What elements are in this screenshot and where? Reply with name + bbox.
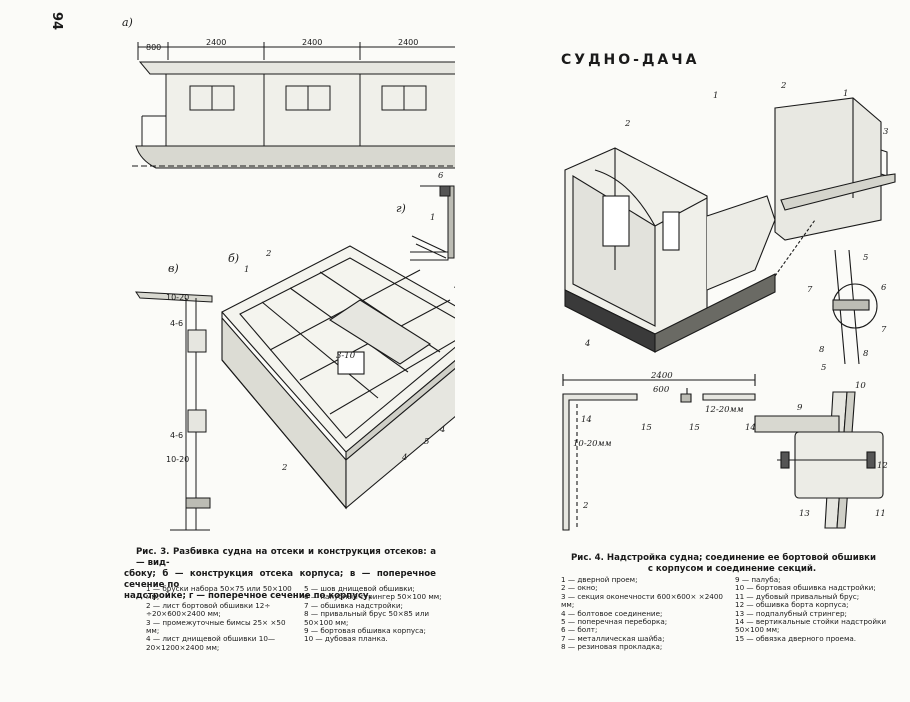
drawing-label: 13 bbox=[799, 509, 810, 519]
drawing-label: 3 bbox=[883, 127, 888, 137]
caption-line: Рис. 4. Надстройка судна; соединение ее … bbox=[571, 553, 877, 563]
drawing-label: 14 bbox=[581, 415, 592, 425]
fig-letter-v: в) bbox=[168, 262, 179, 275]
section-g-drawing: 6718910 bbox=[410, 171, 455, 261]
legend-item: 3 — промежуточные бимсы 25× ×50 мм; bbox=[146, 617, 286, 636]
drawing-label: 2 bbox=[265, 249, 271, 259]
drawing-label: 11 bbox=[875, 509, 886, 519]
drawing-label: 10-20 bbox=[166, 455, 189, 464]
legend-item: 8 — резиновая прокладка; bbox=[561, 642, 663, 652]
drawing-label: 4-6 bbox=[170, 431, 183, 440]
superstructure-section-drawing: 2400 600 12-20мм 10-20мм 14 15 15 14 2 bbox=[562, 371, 756, 531]
drawing-label: 4-6 bbox=[170, 319, 183, 328]
legend-item: 13 — подпалубный стрингер; bbox=[735, 608, 847, 618]
section-v-drawing: 10-20 4-6 4-6 10-20 bbox=[135, 291, 213, 531]
fig-letter-b: б) bbox=[228, 252, 240, 265]
drawing-label: 1 bbox=[430, 213, 435, 223]
legend-item: 7 — металлическая шайба; bbox=[561, 633, 665, 643]
page-heading: СУДНО-ДАЧА bbox=[561, 52, 700, 68]
drawing-label: 4 bbox=[439, 425, 445, 435]
drawing-label: 5 bbox=[821, 363, 826, 373]
frame-view-drawing: 21342453-10 bbox=[221, 245, 455, 510]
drawing-label: 1 bbox=[843, 89, 848, 99]
legend-item: 1 — бруски набора 50×75 или 50×100 мм; bbox=[146, 584, 292, 602]
drawing-label: 2400 bbox=[302, 38, 322, 47]
caption-line: сбоку; б — конструкция отсека корпуса; в… bbox=[124, 569, 436, 590]
legend-item: 14 — вертикальные стойки надстройки 50×1… bbox=[735, 617, 886, 635]
bolt-joint-drawing: 10 9 13 11 12 bbox=[754, 381, 888, 529]
drawing-label: 9 bbox=[797, 403, 803, 413]
drawing-label: 4 bbox=[401, 453, 407, 463]
drawing-label: 4 bbox=[584, 339, 590, 349]
drawing-label: 1 bbox=[713, 91, 718, 101]
drawing-label: 2 bbox=[780, 81, 786, 91]
drawing-label: 10-20мм bbox=[573, 439, 612, 449]
legend-item: 9 — бортовая обшивка корпуса; bbox=[304, 626, 426, 636]
legend-item: 5 — поперечная переборка; bbox=[561, 617, 668, 627]
legend-item: 2 — лист бортовой обшивки 12÷ ÷20×600×24… bbox=[146, 600, 271, 619]
legend-item: 5 — шов днищевой обшивки; bbox=[304, 584, 415, 593]
figure-3-legend: 1 — бруски набора 50×75 или 50×100 мм;2 … bbox=[146, 584, 449, 665]
legend-item: 15 — обвязка дверного проема. bbox=[735, 633, 857, 643]
drawing-label: 2 bbox=[281, 463, 287, 473]
caption-line: Рис. 3. Разбивка судна на отсеки и конст… bbox=[136, 547, 436, 568]
drawing-label: 1 bbox=[244, 265, 249, 275]
legend-item: 12 — обшивка борта корпуса; bbox=[735, 600, 849, 610]
drawing-label: 600 bbox=[653, 385, 670, 395]
fig-letter-g: г) bbox=[396, 202, 406, 215]
legend-item: 4 — лист днищевой обшивки 10—20×1200×240… bbox=[146, 634, 276, 652]
drawing-label: 3-10 bbox=[336, 351, 356, 361]
legend-column: 5 — шов днищевой обшивки;6 — палубный ст… bbox=[304, 584, 449, 644]
legend-item: 2 — окно; bbox=[561, 583, 598, 593]
drawing-label: 12-20мм bbox=[705, 405, 744, 415]
drawing-label: 15 bbox=[689, 423, 700, 433]
caption-line: с корпусом и соединение секций. bbox=[647, 564, 817, 574]
legend-item: 11 — дубовый привальный брус; bbox=[735, 591, 860, 601]
drawing-label: 6 bbox=[438, 171, 444, 181]
drawing-label: 2400 bbox=[650, 371, 673, 381]
drawing-label: 12 bbox=[877, 461, 888, 471]
legend-item: 10 — дубовая планка. bbox=[304, 634, 388, 644]
drawing-label: 5 bbox=[863, 253, 868, 263]
drawing-label: 10 bbox=[855, 381, 866, 391]
drawing-label: 7 bbox=[807, 285, 813, 295]
isometric-drawing: 1 2 1 2 3 4 5 6 7 7 8 8 5 bbox=[564, 81, 896, 373]
legend-item: 3 — секция оконечности 600×600× ×2400 мм… bbox=[561, 591, 723, 610]
drawing-label: 5 bbox=[424, 437, 429, 447]
legend-item: 9 — палуба; bbox=[735, 575, 781, 584]
legend-column: 1 — дверной проем;2 — окно;3 — секция ок… bbox=[561, 575, 727, 652]
legend-column: 9 — палуба;10 — бортовая обшивка надстро… bbox=[735, 575, 901, 643]
side-view-drawing: 800240024002400500 bbox=[132, 38, 455, 169]
legend-item: 10 — бортовая обшивка надстройки; bbox=[735, 583, 876, 593]
drawing-label: 2400 bbox=[206, 38, 226, 47]
figure-3-caption: Рис. 3. Разбивка судна на отсеки и конст… bbox=[124, 547, 436, 602]
drawing-label: 3 bbox=[454, 281, 455, 291]
drawing-label: 2400 bbox=[398, 38, 418, 47]
drawing-label: 6 bbox=[881, 283, 887, 293]
legend-item: 1 — дверной проем; bbox=[561, 575, 638, 584]
drawing-label: 8 bbox=[863, 349, 869, 359]
drawing-label: 8 bbox=[819, 345, 825, 355]
figure-4-caption: Рис. 4. Надстройка судна; соединение ее … bbox=[559, 553, 905, 575]
legend-column: 1 — бруски набора 50×75 или 50×100 мм;2 … bbox=[146, 584, 296, 652]
legend-item: 4 — болтовое соединение; bbox=[561, 608, 663, 618]
legend-item: 6 — палубный стрингер 50×100 мм; bbox=[304, 592, 442, 602]
right-page: СУДНО-ДАЧА bbox=[455, 0, 910, 702]
legend-item: 8 — привальный брус 50×85 или 50×100 мм; bbox=[304, 609, 430, 627]
caption-line: надстройке; г — поперечное сечение по ко… bbox=[124, 591, 372, 601]
drawing-label: 15 bbox=[641, 423, 652, 433]
legend-item: 6 — болт; bbox=[561, 625, 598, 635]
drawing-label: 2 bbox=[624, 119, 630, 129]
left-page: 94 а) в) б) г) bbox=[49, 12, 455, 665]
drawing-label: 2 bbox=[582, 501, 588, 511]
drawing-label: 800 bbox=[146, 43, 161, 52]
drawing-label: 10-20 bbox=[166, 293, 189, 302]
legend-item: 7 — обшивка надстройки; bbox=[304, 600, 403, 610]
drawing-label: 7 bbox=[881, 325, 887, 335]
figure-4-legend: 1 — дверной проем;2 — окно;3 — секция ок… bbox=[561, 575, 901, 666]
drawing-label: 14 bbox=[745, 423, 756, 433]
fig-letter-a: а) bbox=[122, 16, 133, 29]
